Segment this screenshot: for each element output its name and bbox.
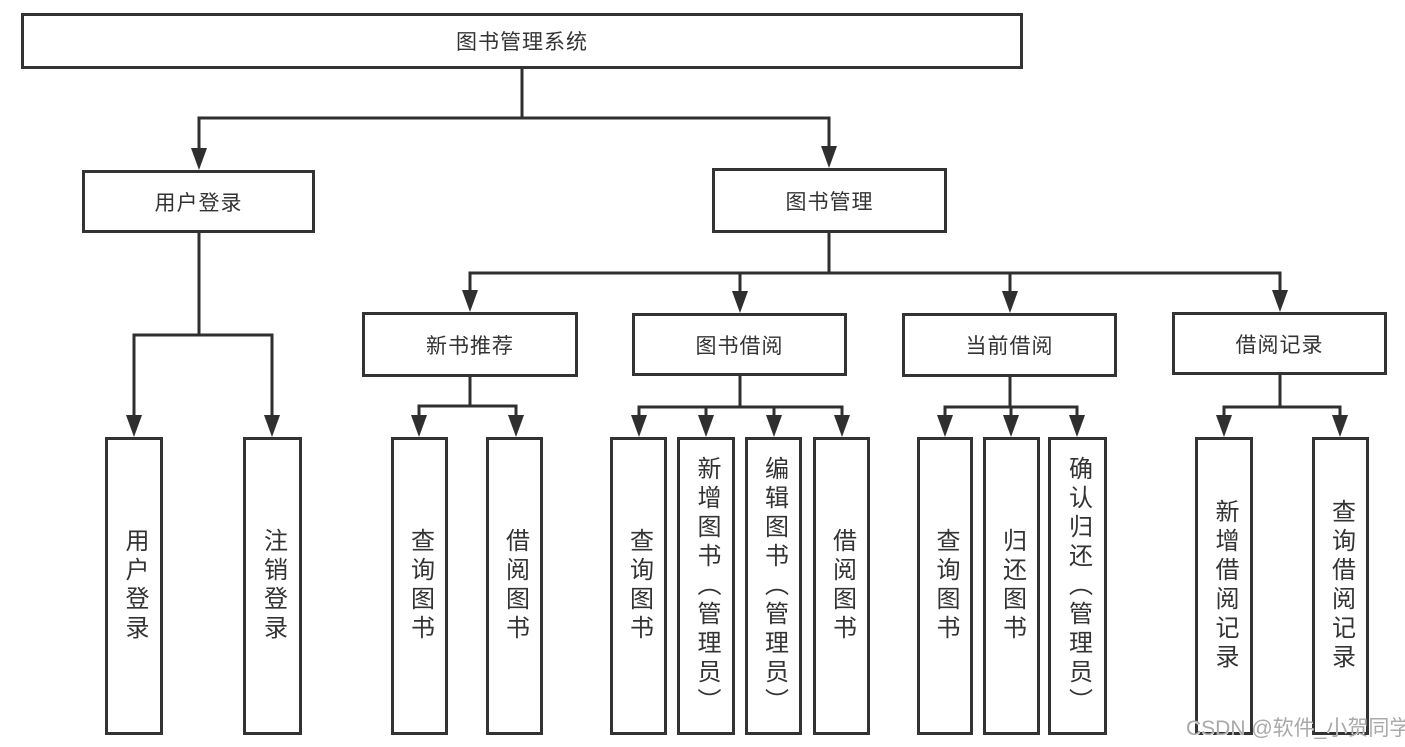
leaf-edit-book-admin: 编辑图书（管理员） (745, 437, 802, 735)
node-book-management-label: 图书管理 (785, 190, 874, 214)
node-library-system-label: 图书管理系统 (456, 31, 588, 54)
connector-currentborrow-to-leaves (937, 377, 1085, 437)
connector-bookmgmt-to-level2 (462, 233, 1288, 313)
leaf-query-books-1: 查询图书 (391, 437, 448, 735)
leaf-query-borrow-record-label: 查询借阅记录 (1327, 499, 1355, 673)
node-user-login-label: 用户登录 (154, 191, 243, 215)
connector-newbook-to-leaves (411, 377, 524, 437)
leaf-user-login: 用户登录 (105, 437, 163, 735)
node-book-borrow: 图书借阅 (632, 313, 847, 376)
leaf-borrow-books-1-label: 借阅图书 (501, 528, 529, 644)
node-book-management: 图书管理 (712, 168, 947, 233)
node-user-login: 用户登录 (82, 170, 315, 233)
leaf-query-books-3-label: 查询图书 (932, 528, 959, 644)
leaf-return-book-label: 归还图书 (998, 528, 1026, 644)
csdn-watermark: CSDN @软件_小贺同学 (1186, 717, 1405, 740)
connector-root-to-level1 (191, 66, 837, 170)
leaf-query-books-1-label: 查询图书 (406, 528, 434, 644)
leaf-add-book-admin-label: 新增图书（管理员） (693, 455, 720, 717)
node-borrow-records: 借阅记录 (1172, 312, 1387, 375)
leaf-borrow-books-2: 借阅图书 (813, 437, 870, 735)
node-borrow-records-label: 借阅记录 (1235, 333, 1324, 357)
leaf-query-books-2-label: 查询图书 (625, 528, 653, 644)
leaf-query-books-3: 查询图书 (917, 437, 973, 735)
leaf-user-login-label: 用户登录 (121, 528, 148, 644)
node-library-system: 图书管理系统 (21, 13, 1023, 69)
connector-bookborrow-to-leaves (631, 376, 850, 437)
node-new-book-recommend-label: 新书推荐 (426, 334, 514, 358)
node-new-book-recommend: 新书推荐 (362, 312, 578, 377)
node-current-borrow: 当前借阅 (902, 313, 1117, 377)
leaf-add-borrow-record: 新增借阅记录 (1195, 437, 1253, 735)
leaf-add-book-admin: 新增图书（管理员） (677, 437, 735, 735)
leaf-query-books-2: 查询图书 (610, 437, 667, 735)
leaf-logout: 注销登录 (243, 437, 302, 735)
leaf-logout-label: 注销登录 (259, 528, 287, 644)
leaf-borrow-books-2-label: 借阅图书 (828, 528, 856, 644)
node-current-borrow-label: 当前借阅 (965, 335, 1054, 358)
connector-records-to-leaves (1216, 375, 1348, 437)
leaf-confirm-return-admin: 确认归还（管理员） (1048, 437, 1107, 735)
leaf-add-borrow-record-label: 新增借阅记录 (1211, 499, 1238, 673)
connector-userlogin-to-leaves (126, 233, 280, 437)
leaf-return-book: 归还图书 (983, 437, 1040, 735)
leaf-borrow-books-1: 借阅图书 (486, 437, 543, 735)
node-book-borrow-label: 图书借阅 (695, 334, 784, 358)
leaf-query-borrow-record: 查询借阅记录 (1312, 437, 1369, 735)
leaf-confirm-return-admin-label: 确认归还（管理员） (1064, 455, 1092, 717)
leaf-edit-book-admin-label: 编辑图书（管理员） (760, 455, 788, 717)
